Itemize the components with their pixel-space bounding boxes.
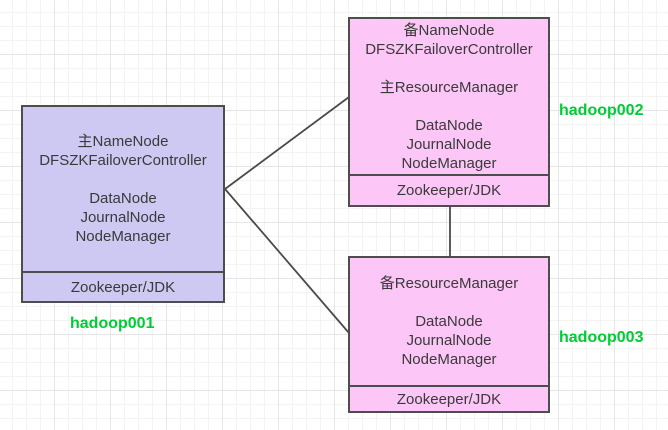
node-hadoop002-services: 备NameNode DFSZKFailoverController 主Resou… (365, 21, 533, 172)
host-label-hadoop001: hadoop001 (70, 315, 155, 332)
node-hadoop003[interactable]: 备ResourceManager DataNode JournalNode No… (348, 256, 550, 413)
node-hadoop001-services: 主NameNode DFSZKFailoverController DataNo… (39, 133, 207, 245)
host-label-hadoop002: hadoop002 (559, 102, 644, 119)
connector-hadoop001-hadoop003 (224, 188, 350, 334)
host-label-hadoop003: hadoop003 (559, 329, 644, 346)
node-hadoop002-platform: Zookeeper/JDK (350, 174, 548, 205)
node-hadoop003-platform: Zookeeper/JDK (350, 385, 548, 411)
connector-hadoop001-hadoop002 (224, 96, 350, 190)
node-hadoop001[interactable]: 主NameNode DFSZKFailoverController DataNo… (21, 105, 225, 303)
node-hadoop003-services: 备ResourceManager DataNode JournalNode No… (379, 275, 519, 368)
node-hadoop001-platform: Zookeeper/JDK (23, 271, 223, 301)
node-hadoop002[interactable]: 备NameNode DFSZKFailoverController 主Resou… (348, 17, 550, 207)
